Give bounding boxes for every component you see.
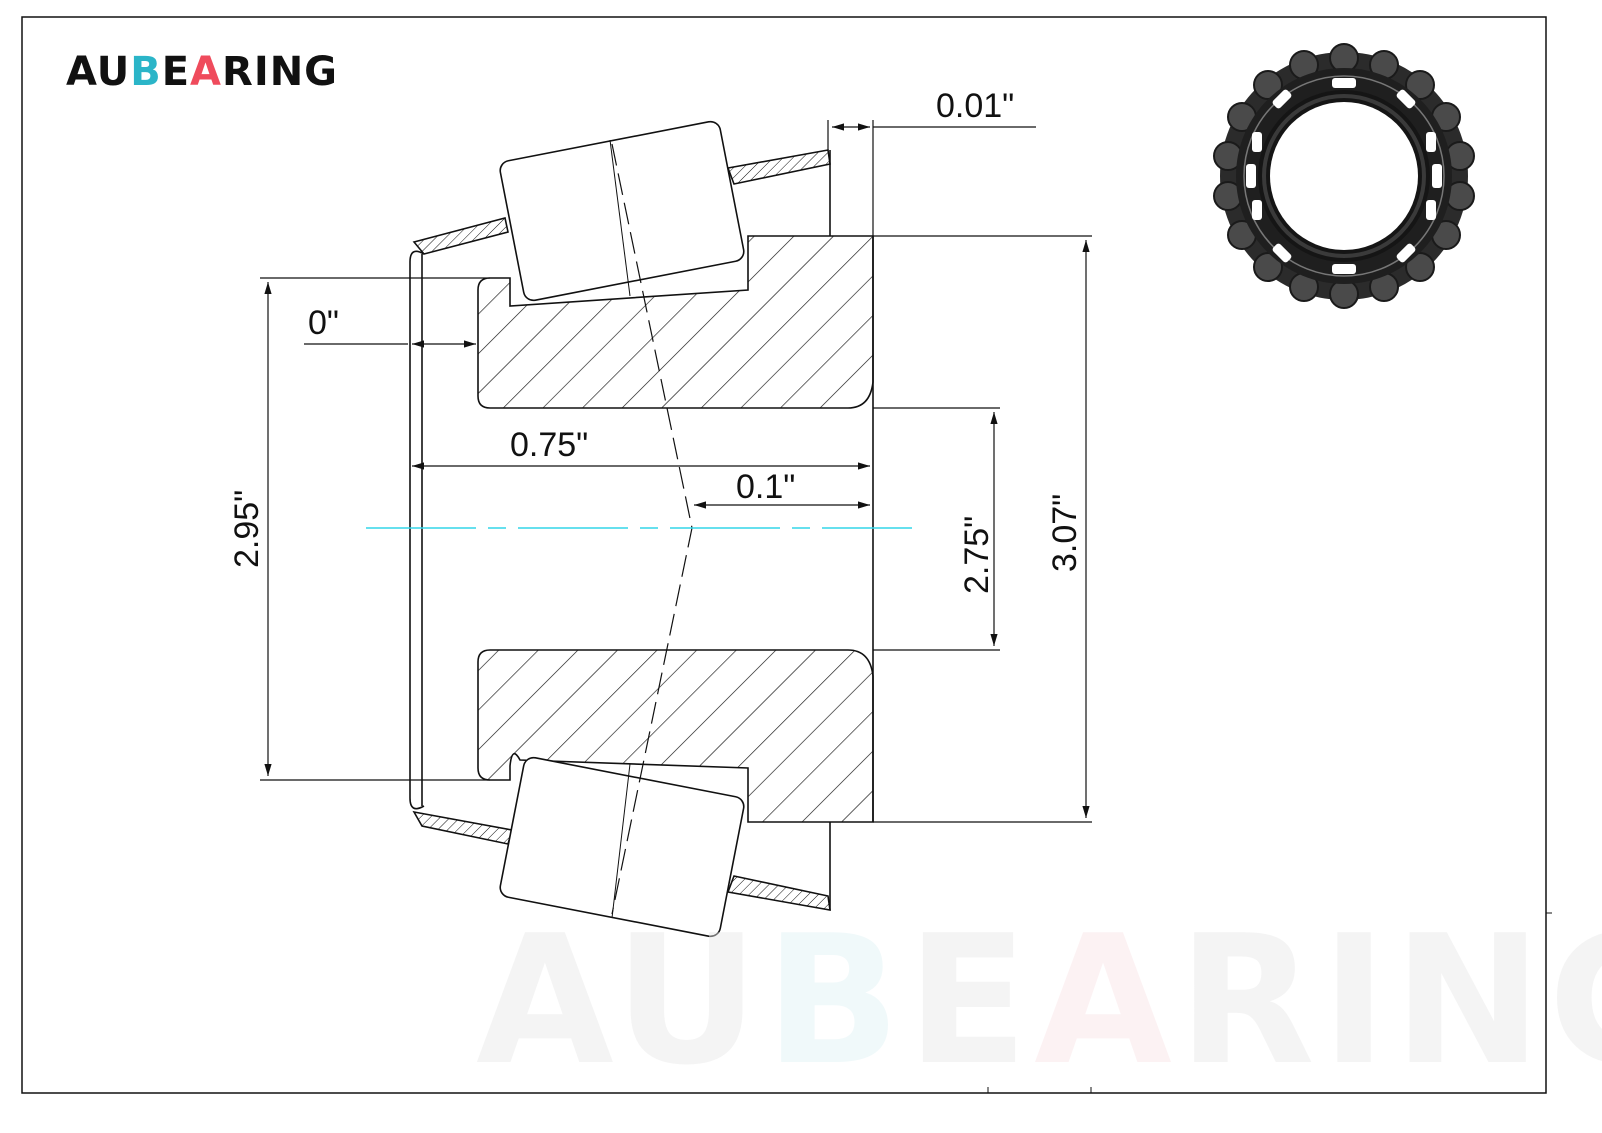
logo-part-e: E <box>161 49 191 95</box>
logo-part-a: A <box>190 49 223 95</box>
watermark-part-e: E <box>906 897 1035 1104</box>
roller-lower <box>499 756 745 938</box>
dim-label-inner-offset: 0" <box>308 304 339 342</box>
brand-logo: AUBEARING <box>66 52 338 92</box>
dimension-lines <box>260 120 1092 823</box>
logo-part-au: AU <box>66 49 131 95</box>
dim-label-overall-width: 0.75" <box>510 426 588 464</box>
watermark-part-au: AU <box>476 897 765 1104</box>
dim-label-cup-diameter: 2.95" <box>228 490 266 568</box>
watermark-part-b: B <box>764 897 907 1104</box>
roller-upper <box>499 120 745 302</box>
logo-part-b: B <box>130 49 162 95</box>
cage-strip-upper-right <box>726 149 831 185</box>
tapered-roller-bearing-icon <box>1213 43 1475 309</box>
watermark-part-ring: RING <box>1177 897 1602 1104</box>
roller-upper-center <box>609 139 631 297</box>
cage-strip-upper-left <box>412 217 509 255</box>
cage-strip-lower-left <box>412 810 514 845</box>
dim-label-small-width: 0.1" <box>736 468 795 506</box>
dim-label-bore: 2.75" <box>958 516 996 594</box>
watermark-logo: AUBEARING <box>476 912 1602 1090</box>
cage-wall <box>409 250 425 810</box>
logo-part-ring: RING <box>222 49 339 95</box>
dim-label-outer-diameter: 3.07" <box>1046 494 1084 572</box>
cone-section-lower <box>477 649 874 823</box>
bearing-cross-section <box>409 120 874 938</box>
dim-label-outer-width-offset: 0.01" <box>936 87 1014 125</box>
roller-lower-center <box>611 763 631 919</box>
watermark-part-a: A <box>1034 897 1178 1104</box>
drawing-frame <box>21 16 1547 1094</box>
